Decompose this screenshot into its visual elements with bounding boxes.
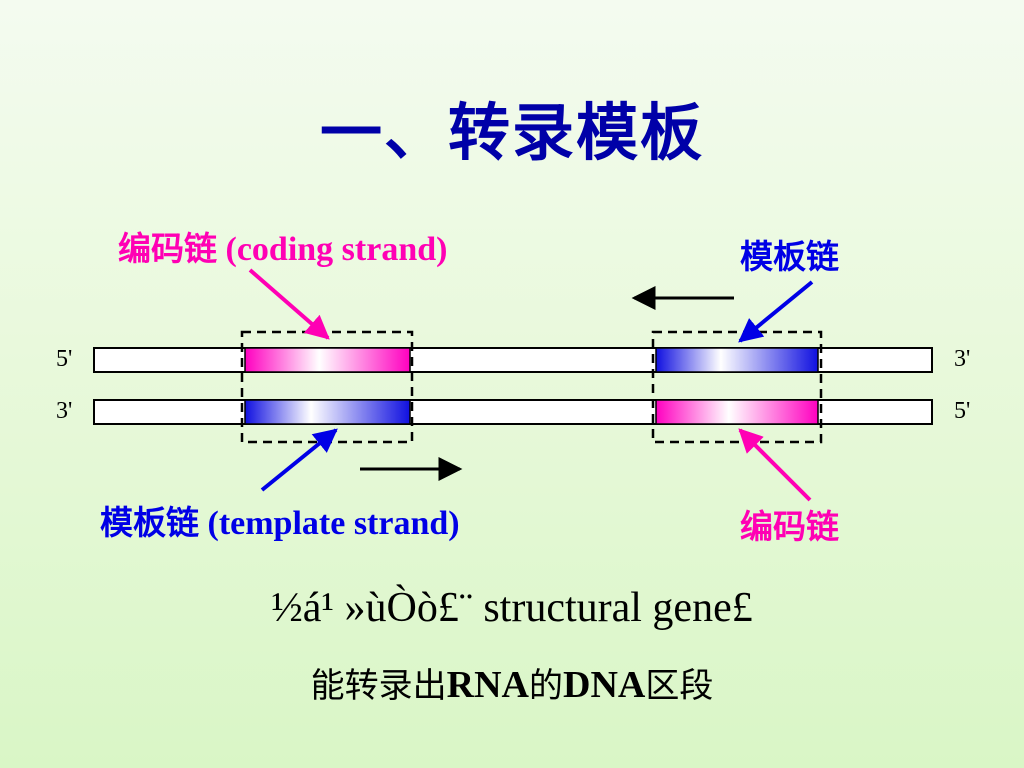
left-coding-segment (244, 347, 411, 373)
structural-gene-heading: ½á¹ »ùÒò£¨ structural gene£ (271, 585, 753, 631)
right-gene-box (651, 330, 823, 444)
coding-strand-en: (coding strand) (217, 231, 448, 268)
left-template-segment (244, 399, 411, 425)
definition-part2: 的 (529, 666, 563, 706)
coding-strand-label-bottom: 编码链 (740, 507, 839, 546)
structural-gene-definition: 能转录出RNA的DNA区段 (0, 658, 1024, 707)
coding-bottom-pointer (738, 428, 812, 502)
slide-title: 一、转录模板 (319, 96, 704, 169)
top-strand-left-end: 5' (56, 346, 73, 372)
template-strand-en: (template strand) (199, 505, 460, 542)
top-strand-right-end: 3' (954, 346, 971, 372)
bottom-strand-left-end: 3' (56, 398, 73, 424)
definition-dna: DNA (563, 664, 646, 706)
coding-strand-label-top: 编码链 (coding strand) (118, 222, 447, 270)
definition-rna: RNA (446, 664, 529, 706)
template-strand-cn: 模板链 (100, 503, 199, 542)
right-template-segment (655, 347, 819, 373)
bottom-strand-right-end: 5' (954, 398, 971, 424)
definition-part3: 区段 (645, 666, 714, 706)
coding-strand-cn: 编码链 (118, 229, 217, 268)
template-top-pointer (738, 280, 814, 343)
template-bottom-pointer (260, 428, 338, 492)
right-coding-segment (655, 399, 819, 425)
definition-part1: 能转录出 (310, 666, 447, 706)
coding-top-pointer (248, 268, 330, 340)
template-strand-label-bottom: 模板链 (template strand) (100, 496, 460, 544)
template-strand-label-top: 模板链 (740, 237, 839, 276)
